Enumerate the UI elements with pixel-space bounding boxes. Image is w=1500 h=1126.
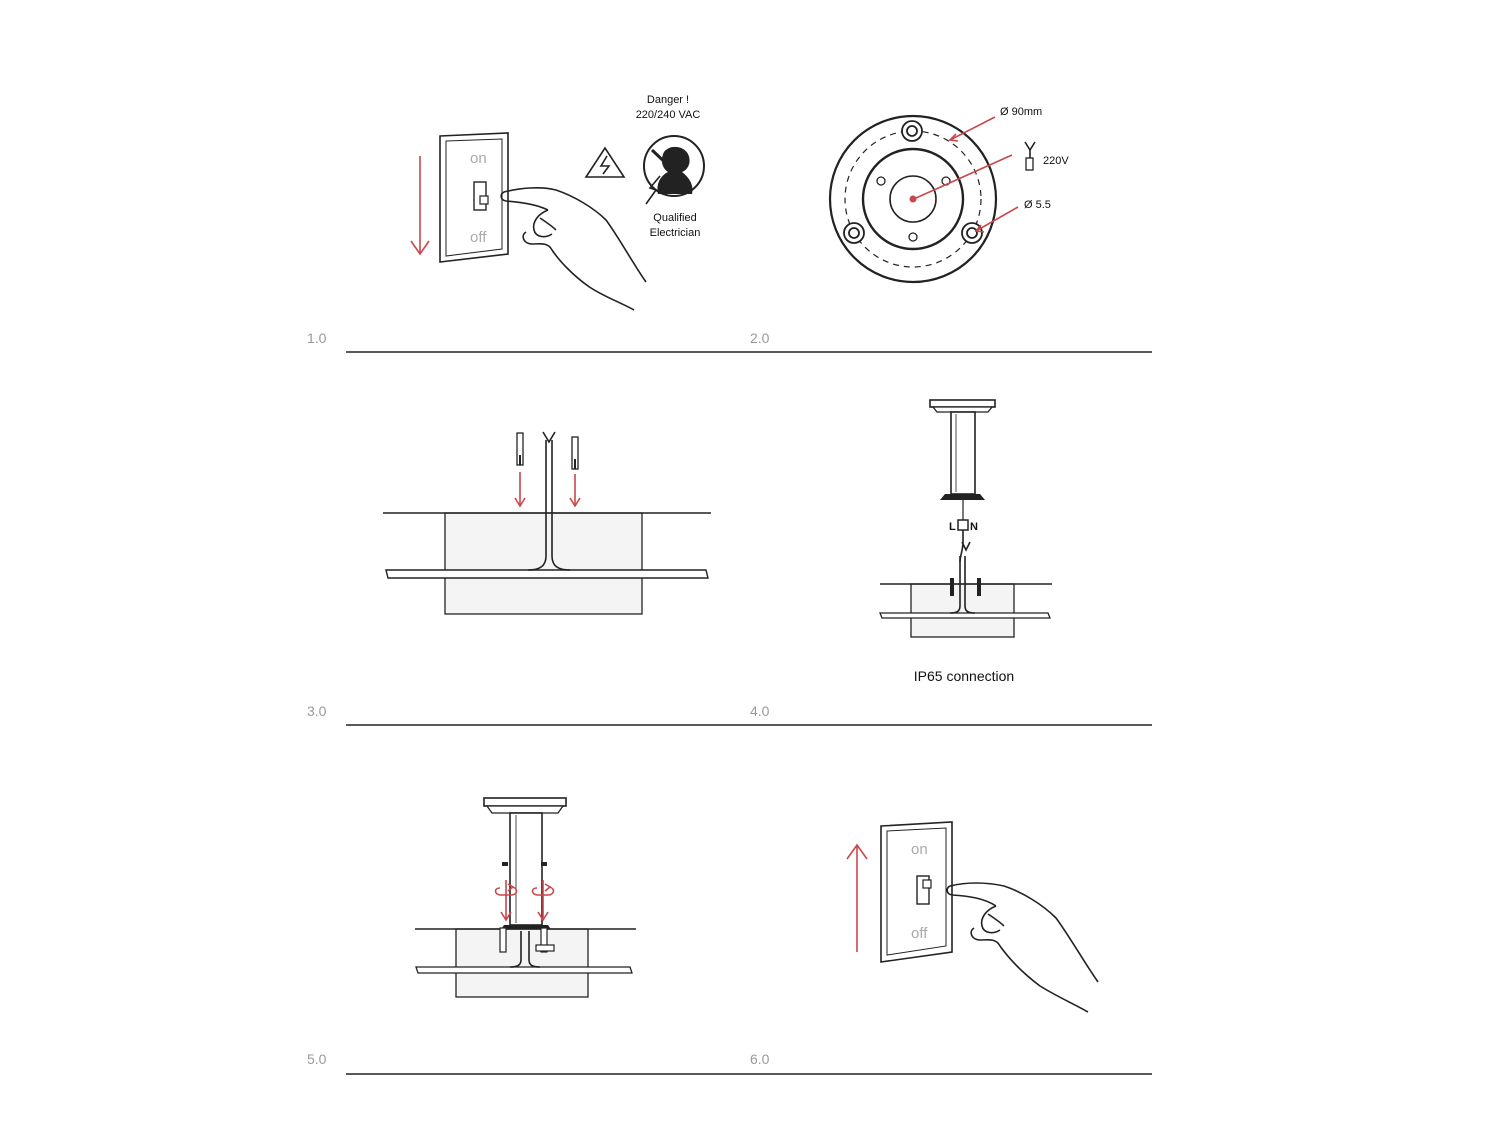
- bollard-light: [483, 797, 567, 931]
- light-switch: on off: [880, 821, 953, 963]
- concrete-block: [455, 928, 589, 998]
- switch-off-label: off: [470, 229, 487, 246]
- step-4-ip65-connection-illustration: L N IP65 connection: [879, 399, 1052, 684]
- step-2-base-plate-illustration: Ø 90mm 220V Ø 5.5: [828, 106, 1069, 284]
- step-number-6: 6.0: [750, 1051, 770, 1067]
- voltage-label: 220V: [1043, 155, 1069, 167]
- conduit-pipe: [385, 569, 709, 579]
- arrow-down-icon: [569, 474, 581, 508]
- hand-icon: [500, 187, 647, 311]
- diameter-label: Ø 90mm: [1000, 106, 1042, 118]
- conduit-pipe: [415, 966, 633, 974]
- bollard-light: [929, 399, 996, 500]
- light-switch: on off: [439, 132, 509, 263]
- terminal-l-label: L: [949, 521, 956, 533]
- switch-on-label: on: [911, 841, 928, 858]
- rotate-arrow-icon: [494, 880, 518, 922]
- fixing-hole-top: [901, 120, 923, 142]
- arrow-down-icon: [514, 472, 526, 508]
- hand-icon: [946, 882, 1099, 1013]
- step-5-mount-bollard-illustration: [415, 797, 636, 998]
- step-number-4: 4.0: [750, 703, 770, 719]
- wire-icon: [1024, 141, 1036, 171]
- arrow-up-icon: [846, 843, 868, 952]
- electrician-label-line2: Electrician: [650, 227, 701, 239]
- step-number-3: 3.0: [307, 703, 327, 719]
- terminal-n-label: N: [970, 521, 978, 533]
- concrete-block: [910, 583, 1015, 638]
- fixing-hole-right: [961, 222, 983, 244]
- high-voltage-warning-icon: [584, 146, 626, 178]
- step-6-switch-on-illustration: on off: [846, 821, 1099, 1013]
- step-1-switch-off-illustration: on off Danger ! 220/240 VAC Qualif: [410, 94, 705, 311]
- arrow-down-icon: [410, 156, 430, 256]
- step-number-2: 2.0: [750, 330, 770, 346]
- voltage-warning-label: 220/240 VAC: [636, 109, 701, 121]
- terminal-block-icon: L N: [949, 500, 978, 533]
- step-3-concrete-anchors-illustration: [383, 431, 711, 615]
- rotate-arrow-icon: [531, 880, 555, 922]
- electrician-label-line1: Qualified: [653, 212, 696, 224]
- anchor-bolt-left: [516, 432, 524, 466]
- hole-diameter-label: Ø 5.5: [1024, 199, 1051, 211]
- danger-label: Danger !: [647, 94, 689, 106]
- ip65-connection-label: IP65 connection: [914, 668, 1014, 684]
- qualified-electrician-icon: [643, 135, 705, 205]
- conduit-pipe: [879, 612, 1051, 619]
- switch-off-label: off: [911, 925, 928, 942]
- step-number-1: 1.0: [307, 330, 327, 346]
- fixing-hole-left: [843, 222, 865, 244]
- switch-on-label: on: [470, 150, 487, 167]
- step-number-5: 5.0: [307, 1051, 327, 1067]
- anchor-bolt-right: [571, 436, 579, 470]
